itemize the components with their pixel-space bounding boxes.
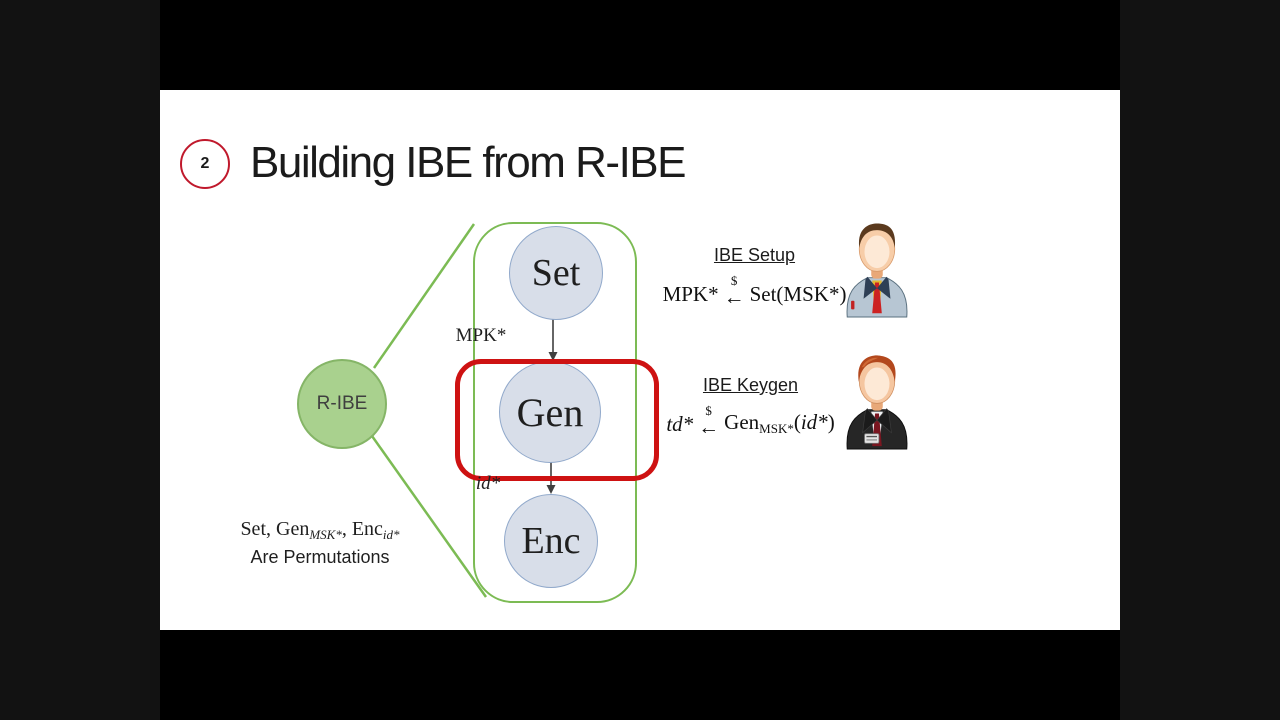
node-ribe-label: R-IBE (316, 393, 368, 414)
arrow-down-icon (546, 485, 556, 494)
slide-number: 2 (200, 155, 210, 172)
sampled-arrow: $ ← (698, 403, 720, 439)
node-set: Set (509, 226, 603, 320)
permutations-note-line2: Are Permutations (250, 547, 390, 567)
ribe-expansion-box (473, 222, 637, 603)
authority-person-icon (846, 223, 908, 318)
ibe-setup-formula: MPK* $ ← Set(MSK*) (662, 273, 847, 309)
edge-label-id: id* (475, 473, 501, 494)
permutations-note: Set, GenMSK*, Encid* Are Permutations (215, 518, 425, 569)
slide-number-badge: 2 (180, 139, 230, 189)
arrow-down-icon (548, 352, 558, 361)
node-gen: Gen (499, 361, 601, 463)
ibe-keygen-formula: td* $ ← GenMSK*(id*) (666, 403, 835, 439)
node-set-label: Set (531, 252, 581, 294)
diagram-connectors (370, 223, 558, 598)
presentation-slide: 2 Building IBE from R-IBE R-IBE Set Gen … (160, 90, 1120, 630)
node-enc-label: Enc (521, 520, 581, 562)
ibe-keygen-heading: IBE Keygen (702, 375, 799, 395)
page-title: Building IBE from R-IBE (250, 138, 687, 187)
sampled-arrow: $ ← (723, 273, 745, 309)
edge-label-mpk: MPK* (455, 325, 507, 346)
node-ribe: R-IBE (297, 359, 387, 449)
ibe-setup-heading: IBE Setup (713, 245, 796, 265)
gen-highlight-box (455, 359, 659, 481)
ibe-setup-block: IBE Setup MPK* $ ← Set(MSK*) (652, 245, 857, 309)
permutations-note-line1: Set, GenMSK*, Encid* (240, 518, 400, 542)
node-enc: Enc (504, 494, 598, 588)
keygen-person-icon (846, 355, 908, 450)
ibe-keygen-block: IBE Keygen td* $ ← GenMSK*(id*) (648, 375, 853, 439)
node-gen-label: Gen (516, 389, 584, 435)
